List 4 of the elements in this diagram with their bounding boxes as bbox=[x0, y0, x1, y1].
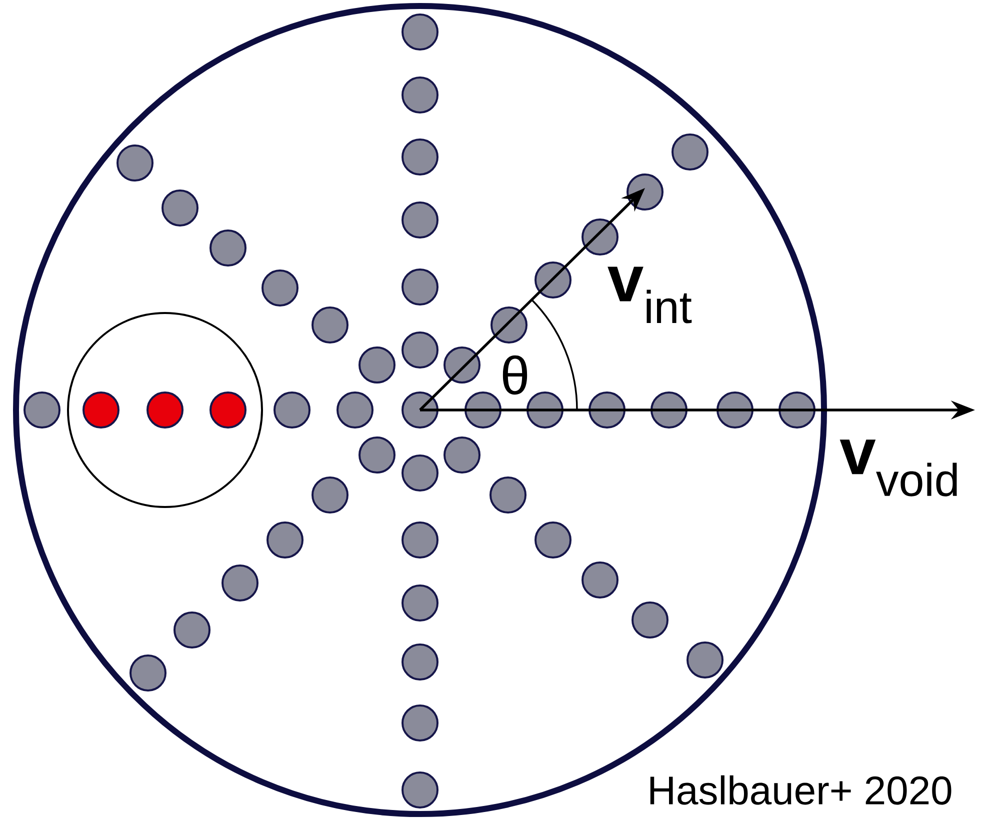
vector-label: v$_{int}$ bbox=[608, 266, 692, 324]
vector-label: v$_{void}$ bbox=[840, 440, 957, 496]
citation-label: Haslbauer+ 2020 bbox=[650, 775, 952, 805]
angle-label: θ bbox=[502, 355, 528, 395]
